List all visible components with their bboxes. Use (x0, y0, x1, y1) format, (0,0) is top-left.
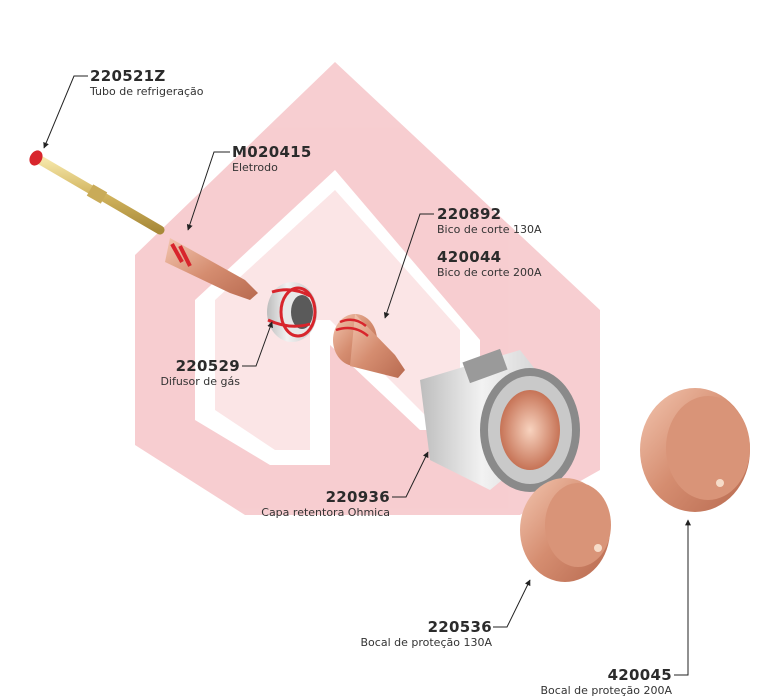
part-code: 220936 (325, 488, 390, 506)
part-code: 220892 (437, 205, 502, 223)
leader-lines (43, 75, 691, 676)
nozzle-part (333, 314, 405, 378)
part-code: 220529 (175, 357, 240, 375)
cooling-tube-part (29, 150, 165, 235)
part-description: Capa retentora Ohmica (261, 506, 390, 519)
part-description: Eletrodo (232, 161, 278, 174)
part-code: 220536 (427, 618, 492, 636)
label-nozzle-130a: 220892 Bico de corte 130A (437, 205, 542, 236)
label-shield-cup-200a: 420045 Bocal de proteção 200A (540, 666, 672, 697)
shield-cup-130a-part (520, 478, 611, 582)
shield-cup-200a-part (640, 388, 750, 512)
retaining-cap-part (420, 348, 580, 492)
part-description: Bocal de proteção 130A (360, 636, 492, 649)
label-gas-diffuser: 220529 Difusor de gás (160, 357, 240, 388)
part-description: Difusor de gás (160, 375, 240, 388)
label-retaining-cap: 220936 Capa retentora Ohmica (261, 488, 390, 519)
label-nozzle-200a: 420044 Bico de corte 200A (437, 248, 542, 279)
label-electrode: M020415 Eletrodo (232, 143, 312, 174)
gas-diffuser-part (267, 282, 317, 342)
part-code: 220521Z (90, 67, 166, 85)
part-description: Bico de corte 130A (437, 223, 542, 236)
part-code: 420044 (437, 248, 502, 266)
label-cooling-tube: 220521Z Tubo de refrigeração (90, 67, 204, 98)
part-description: Bico de corte 200A (437, 266, 542, 279)
part-code: 420045 (607, 666, 672, 684)
label-shield-cup-130a: 220536 Bocal de proteção 130A (360, 618, 492, 649)
part-code: M020415 (232, 143, 312, 161)
part-description: Tubo de refrigeração (90, 85, 204, 98)
part-description: Bocal de proteção 200A (540, 684, 672, 697)
electrode-part (165, 238, 258, 300)
